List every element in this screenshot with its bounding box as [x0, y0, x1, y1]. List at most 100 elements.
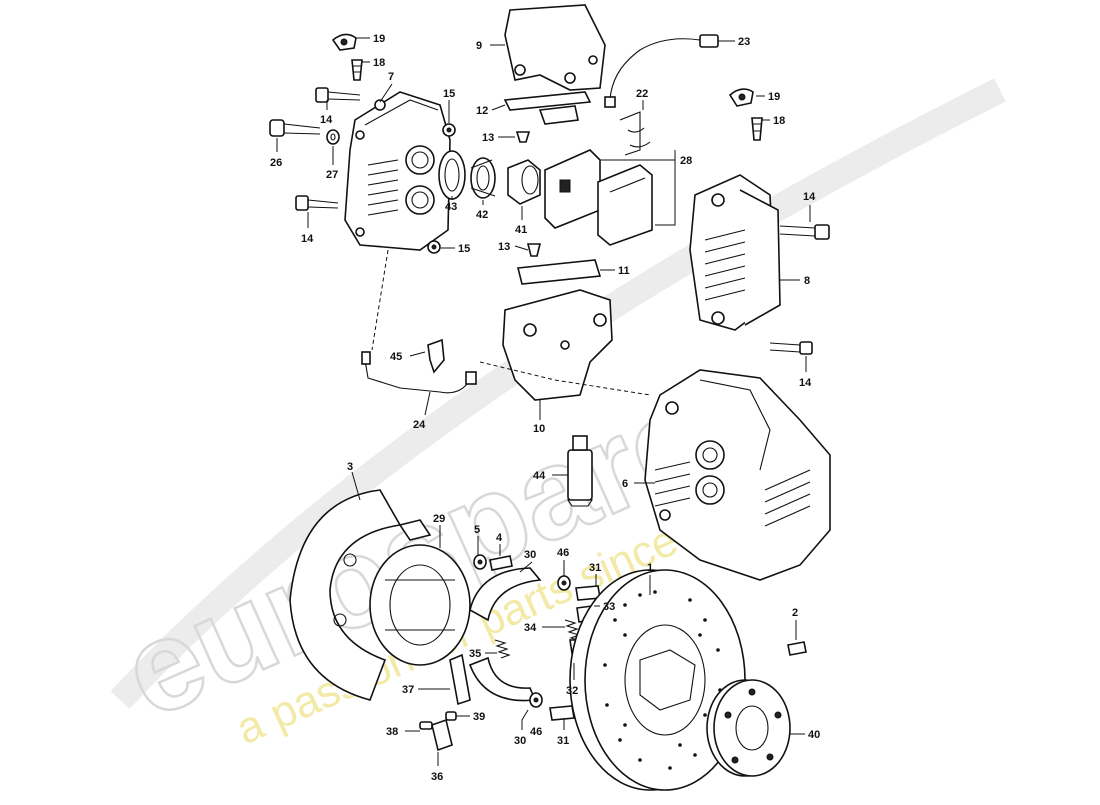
- callout-45: 45: [390, 351, 402, 363]
- callout-14: 14: [799, 377, 812, 389]
- callout-2: 2: [792, 607, 798, 619]
- callout-46: 46: [530, 726, 542, 738]
- bolt-4[interactable]: [489, 555, 513, 571]
- callout-7: 7: [388, 71, 394, 83]
- callout-10: 10: [533, 423, 545, 435]
- callout-24: 24: [413, 419, 426, 431]
- callout-18: 18: [373, 57, 385, 69]
- brake-shoe-30-lower[interactable]: [468, 656, 537, 702]
- caliper-8[interactable]: [689, 174, 781, 331]
- callout-31: 31: [557, 735, 569, 747]
- washer-5[interactable]: [473, 554, 487, 570]
- piston-41[interactable]: [507, 159, 541, 205]
- callout-46: 46: [557, 547, 569, 559]
- bolt-14-right-upper[interactable]: [779, 224, 830, 240]
- callout-42: 42: [476, 209, 488, 221]
- caliper-left[interactable]: [344, 91, 451, 251]
- nut-15-lower[interactable]: [427, 240, 441, 254]
- backing-plate-3[interactable]: [289, 489, 432, 701]
- leader-dashed-caliper-hose: [371, 249, 389, 351]
- bleed-screw-18-right[interactable]: [751, 117, 763, 141]
- callout-23: 23: [738, 36, 750, 48]
- brake-shoe-30-upper[interactable]: [469, 567, 542, 622]
- callout-15: 15: [443, 88, 455, 100]
- hub-40[interactable]: [706, 679, 791, 777]
- brake-disc-1[interactable]: [569, 569, 746, 791]
- cap-19-left[interactable]: [331, 33, 357, 51]
- nut-15-upper[interactable]: [442, 123, 456, 137]
- callout-13: 13: [498, 241, 510, 253]
- callout-5: 5: [474, 524, 480, 536]
- callout-18: 18: [773, 115, 785, 127]
- callout-31: 31: [589, 562, 601, 574]
- callout-12: 12: [476, 105, 488, 117]
- callout-19: 19: [373, 33, 385, 45]
- callout-4: 4: [496, 532, 503, 544]
- bolt-2[interactable]: [787, 641, 807, 656]
- callout-37: 37: [402, 684, 414, 696]
- callout-30: 30: [524, 549, 536, 561]
- bleed-screw-18-left[interactable]: [351, 59, 363, 81]
- callout-27: 27: [326, 169, 338, 181]
- callout-numbers: 19 18 7 14 15 26 27 43 42 14 15 9 12 13 …: [270, 33, 820, 783]
- washer-46-upper[interactable]: [557, 575, 571, 591]
- callout-14: 14: [301, 233, 314, 245]
- callout-44: 44: [533, 470, 546, 482]
- shim-12[interactable]: [503, 91, 592, 125]
- callout-41: 41: [515, 224, 527, 236]
- lever-36[interactable]: [431, 718, 453, 752]
- callout-11: 11: [618, 265, 630, 277]
- callout-40: 40: [808, 729, 820, 741]
- callout-6: 6: [622, 478, 628, 490]
- callout-26: 26: [270, 157, 282, 169]
- bracket-45[interactable]: [427, 338, 445, 374]
- bolt-14-upper-left[interactable]: [315, 87, 361, 103]
- brake-hose-23[interactable]: [604, 34, 719, 108]
- bolt-14-right-lower[interactable]: [769, 341, 813, 355]
- piston-seal-42[interactable]: [470, 157, 496, 199]
- washer-27[interactable]: [326, 129, 340, 145]
- callout-15: 15: [458, 243, 470, 255]
- spring-35[interactable]: [494, 639, 511, 659]
- seal-43[interactable]: [438, 150, 466, 200]
- callout-9: 9: [476, 40, 482, 52]
- pin-31-lower[interactable]: [549, 705, 575, 721]
- clip-39[interactable]: [445, 711, 457, 721]
- callout-29: 29: [433, 513, 445, 525]
- callout-3: 3: [347, 461, 353, 473]
- bolt-26[interactable]: [269, 119, 321, 137]
- shim-11[interactable]: [517, 259, 602, 285]
- lever-37[interactable]: [449, 653, 471, 706]
- callout-34: 34: [524, 622, 537, 634]
- callout-33: 33: [603, 601, 615, 613]
- callout-14: 14: [803, 191, 816, 203]
- callout-39: 39: [473, 711, 485, 723]
- callout-35: 35: [469, 648, 481, 660]
- callout-19: 19: [768, 91, 780, 103]
- callout-8: 8: [804, 275, 810, 287]
- screw-13-lower[interactable]: [526, 243, 542, 257]
- caliper-assembly-6[interactable]: [644, 369, 831, 581]
- callout-38: 38: [386, 726, 398, 738]
- bracket-10[interactable]: [502, 289, 613, 401]
- watermark-swoosh: [110, 78, 1006, 709]
- bracket-9[interactable]: [504, 4, 606, 91]
- callout-30: 30: [514, 735, 526, 747]
- dust-cover-29[interactable]: [369, 544, 471, 666]
- pin-38[interactable]: [419, 721, 433, 730]
- leader-lines: [276, 37, 811, 766]
- washer-46-lower[interactable]: [529, 692, 543, 708]
- brake-pad-28-right[interactable]: [597, 164, 653, 246]
- callout-36: 36: [431, 771, 443, 783]
- cap-19-right[interactable]: [728, 88, 754, 107]
- bolt-14-lower-left[interactable]: [295, 195, 339, 211]
- callout-22: 22: [636, 88, 648, 100]
- callout-32: 32: [566, 685, 578, 697]
- brake-line-24[interactable]: [361, 351, 477, 394]
- brake-pad-28-left[interactable]: [544, 149, 601, 229]
- callout-1: 1: [647, 562, 653, 574]
- clip-22[interactable]: [619, 111, 651, 156]
- screw-13-upper[interactable]: [515, 131, 531, 143]
